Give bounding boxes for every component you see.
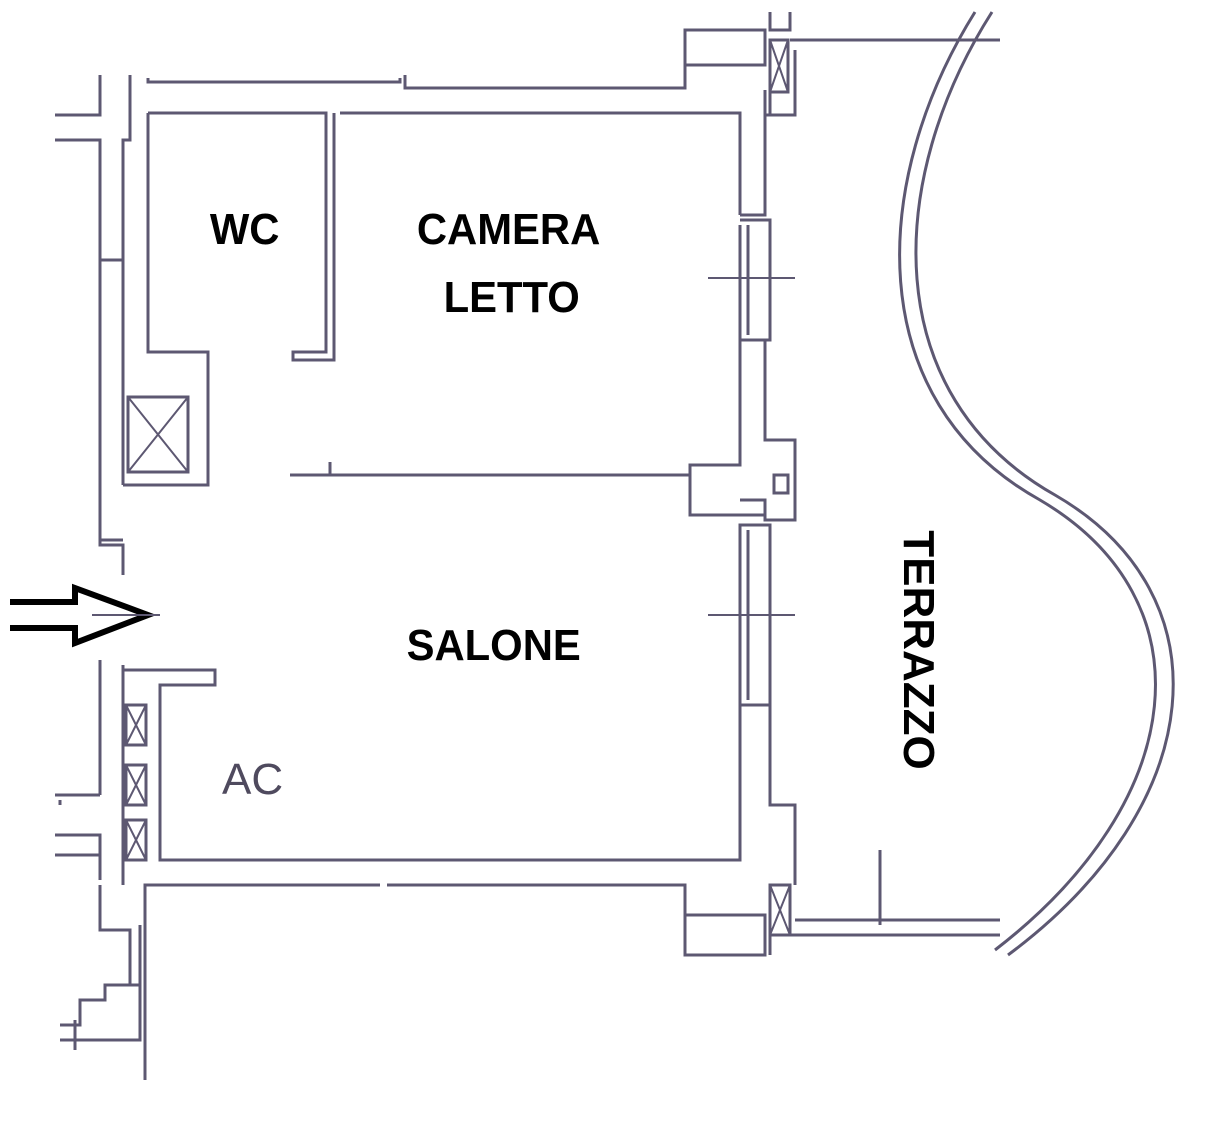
- shaft-x-icon: [126, 395, 190, 474]
- room-label-camera: CAMERA: [416, 205, 601, 254]
- room-label-wc: WC: [209, 205, 280, 254]
- room-label-salone: SALONE: [406, 621, 581, 670]
- room-label-ac: AC: [222, 755, 284, 804]
- room-label-terrazzo: TERRAZZO: [894, 530, 943, 770]
- entrance-arrow-icon: [10, 583, 160, 648]
- room-label-letto: LETTO: [443, 273, 580, 322]
